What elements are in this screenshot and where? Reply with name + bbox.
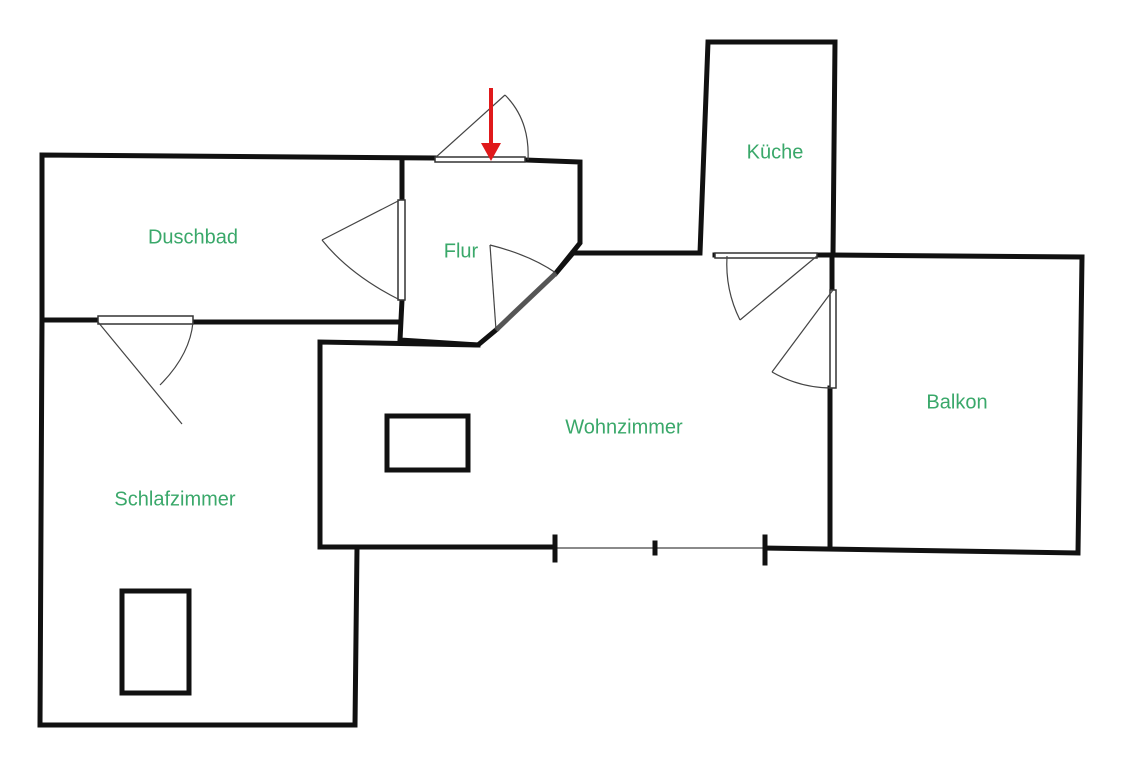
room-label-kueche: Küche — [746, 141, 804, 164]
room-label-balkon: Balkon — [926, 391, 988, 414]
table — [384, 413, 471, 473]
bed — [119, 588, 192, 696]
room-label-duschbad: Duschbad — [147, 226, 239, 249]
room-label-schlafzimmer: Schlafzimmer — [114, 488, 236, 511]
walls — [37, 39, 1085, 728]
furniture — [119, 413, 471, 696]
room-label-flur: Flur — [443, 240, 479, 263]
doors — [97, 94, 837, 425]
room-label-wohnzimmer: Wohnzimmer — [565, 416, 683, 439]
entrance-arrow — [481, 88, 501, 161]
